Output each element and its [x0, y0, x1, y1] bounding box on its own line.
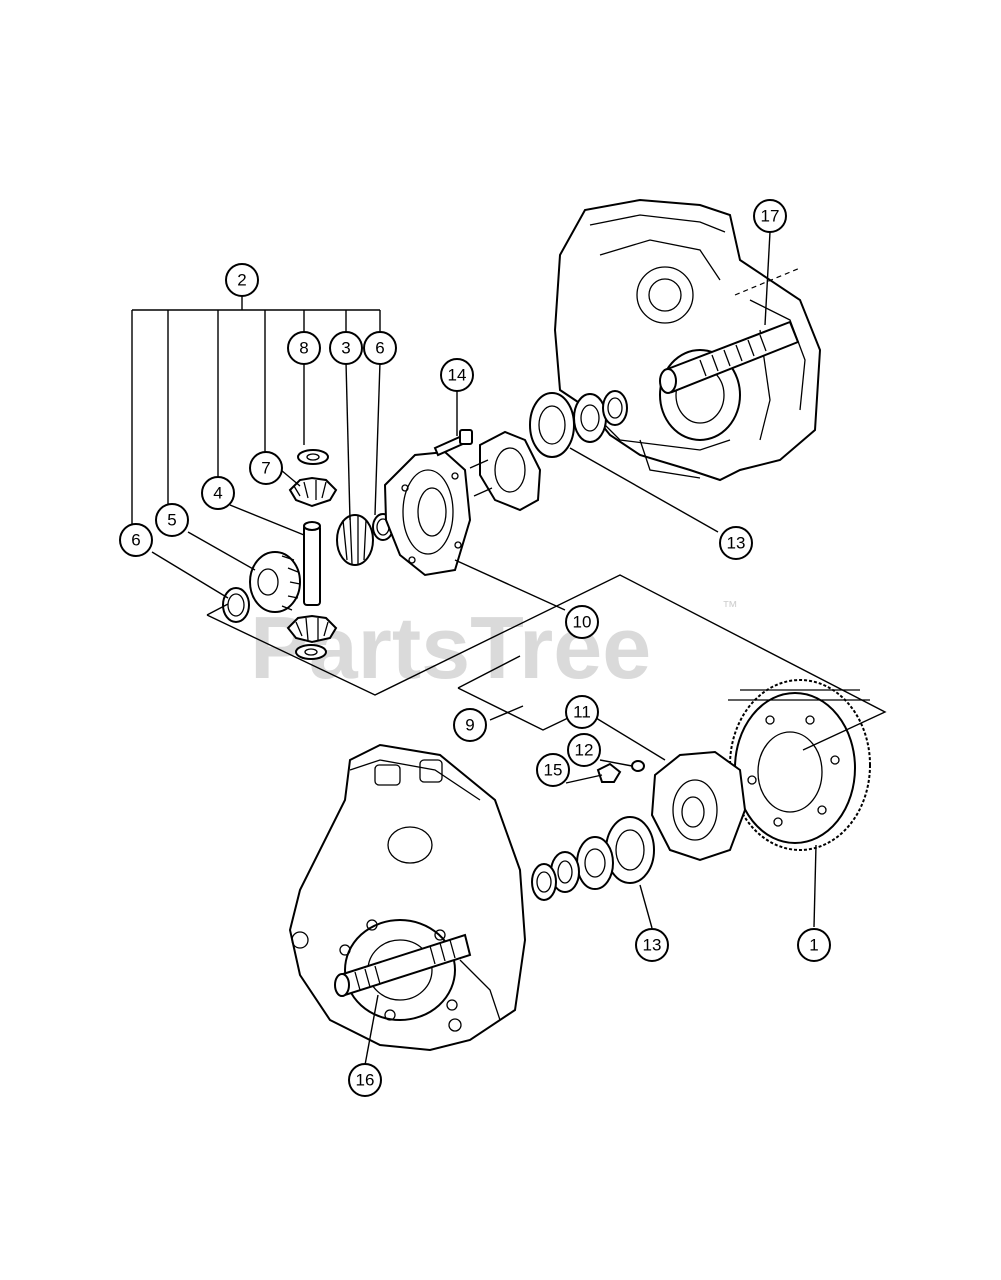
callout-15: 15 — [536, 753, 570, 787]
lower-housing — [288, 743, 527, 1052]
callout-6-left: 6 — [119, 523, 153, 557]
svg-text:12: 12 — [575, 741, 594, 760]
callout-2: 2 — [225, 263, 259, 297]
svg-text:6: 6 — [375, 339, 384, 358]
callout-13-upper: 13 — [719, 526, 753, 560]
callout-16: 16 — [348, 1063, 382, 1097]
svg-text:6: 6 — [131, 531, 140, 550]
differential-parts — [222, 449, 394, 660]
right-case-half — [596, 750, 747, 862]
svg-text:5: 5 — [167, 511, 176, 530]
callout-17: 17 — [753, 199, 787, 233]
callout-10: 10 — [565, 605, 599, 639]
svg-text:15: 15 — [544, 761, 563, 780]
svg-text:2: 2 — [237, 271, 246, 290]
svg-text:10: 10 — [573, 613, 592, 632]
svg-text:7: 7 — [261, 459, 270, 478]
callout-13-lower: 13 — [635, 928, 669, 962]
callout-14: 14 — [440, 358, 474, 392]
svg-text:17: 17 — [761, 207, 780, 226]
callout-11: 11 — [565, 695, 599, 729]
svg-text:13: 13 — [727, 534, 746, 553]
callout-12: 12 — [567, 733, 601, 767]
differential-case — [383, 429, 542, 577]
svg-text:4: 4 — [213, 484, 222, 503]
callout-4: 4 — [201, 476, 235, 510]
svg-text:13: 13 — [643, 936, 662, 955]
callout-8: 8 — [287, 331, 321, 365]
svg-text:8: 8 — [299, 339, 308, 358]
callout-5: 5 — [155, 503, 189, 537]
assembly-line-upper — [734, 267, 801, 296]
svg-text:3: 3 — [341, 339, 350, 358]
lower-bearings — [531, 816, 655, 901]
callout-7: 7 — [249, 451, 283, 485]
svg-text:14: 14 — [448, 366, 467, 385]
callout-9: 9 — [453, 708, 487, 742]
upper-bearings — [529, 390, 628, 458]
svg-text:11: 11 — [573, 703, 591, 722]
callout-3: 3 — [329, 331, 363, 365]
leader-lines — [131, 231, 887, 1066]
callout-1: 1 — [797, 928, 831, 962]
callout-6-right: 6 — [363, 331, 397, 365]
ring-gear — [728, 679, 871, 851]
svg-text:16: 16 — [356, 1071, 375, 1090]
watermark-trademark: ™ — [722, 599, 738, 616]
svg-text:1: 1 — [809, 936, 818, 955]
svg-text:9: 9 — [465, 716, 474, 735]
